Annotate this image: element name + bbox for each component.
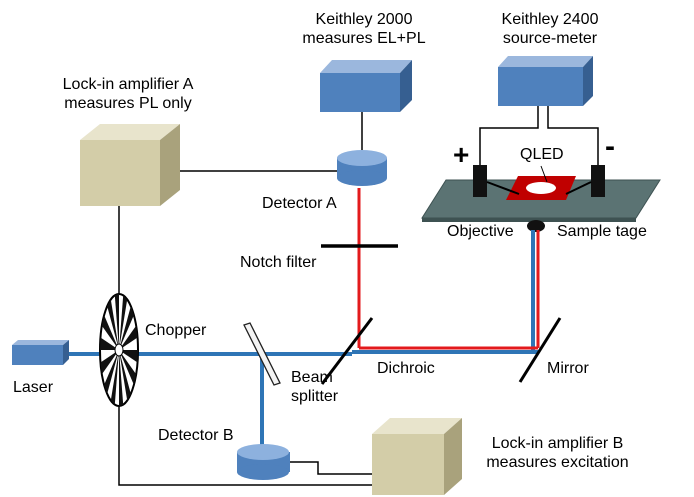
beam-splitter-line2: splitter	[291, 388, 339, 405]
dichroic-mirror	[320, 317, 374, 385]
detector-a	[337, 150, 387, 186]
negative-probe	[591, 165, 605, 197]
detector-b-label: Detector B	[158, 427, 234, 444]
detector-b	[237, 444, 290, 480]
chopper-blade	[101, 315, 119, 350]
mirror-label: Mirror	[547, 360, 589, 377]
chopper-blade	[119, 350, 138, 363]
cable-detector-b-to-lockin-b	[290, 461, 372, 475]
cable-keithley2400-positive	[479, 106, 539, 165]
chopper-blade	[119, 350, 131, 401]
lockin-amplifier-a-box	[80, 124, 180, 206]
chopper-label: Chopper	[145, 322, 207, 339]
chopper-blade	[119, 350, 137, 385]
objective-lens	[527, 220, 545, 232]
keithley-2000-label: Keithley 2000 measures EL+PL	[288, 10, 440, 48]
chopper-blade	[119, 325, 138, 350]
emission-beam	[357, 188, 540, 350]
keithley-2400-name: Keithley 2400	[501, 11, 599, 28]
keithley-2400-box	[498, 56, 593, 106]
notch-filter-label: Notch filter	[240, 254, 317, 271]
minus-sign: -	[605, 130, 615, 163]
lockin-b-label: Lock-in amplifier B measures excitation	[470, 434, 645, 472]
lockin-amplifier-b-box	[372, 418, 462, 495]
objective-label: Objective	[447, 223, 514, 240]
qled-pointer	[540, 165, 548, 183]
sample-stage-label: Sample tage	[557, 223, 647, 240]
chopper-blade	[119, 350, 124, 406]
beam-splitter-line1: Beam	[291, 369, 333, 386]
keithley-2400-desc: source-meter	[502, 30, 598, 47]
chopper-blade	[104, 350, 119, 394]
chopper-blade	[119, 295, 128, 350]
lockin-a-label: Lock-in amplifier A measures PL only	[52, 75, 204, 113]
keithley-2000-box	[320, 60, 412, 112]
qled-device	[506, 165, 576, 200]
mirror	[518, 317, 562, 383]
cable-keithley2400-negative	[547, 106, 599, 165]
cable-chopper-to-lockin-b	[118, 405, 372, 486]
lockin-a-desc: measures PL only	[64, 95, 192, 112]
chopper-blade	[100, 337, 119, 350]
lockin-b-desc: measures excitation	[486, 454, 629, 471]
chopper-blade	[110, 350, 119, 405]
plus-sign: +	[453, 139, 470, 170]
positive-probe	[473, 165, 487, 197]
laser-source	[12, 340, 69, 365]
chopper-blade	[119, 306, 134, 350]
detector-a-label: Detector A	[262, 195, 337, 212]
dichroic-label: Dichroic	[377, 360, 435, 377]
keithley-2400-label: Keithley 2400 source-meter	[474, 10, 626, 48]
laser-label: Laser	[13, 379, 54, 396]
beam-splitter-label: Beam splitter	[291, 368, 338, 406]
chopper-wheel	[99, 293, 139, 407]
keithley-2000-name: Keithley 2000	[315, 11, 413, 28]
qled-label: QLED	[520, 146, 564, 163]
chopper-blade	[100, 350, 119, 375]
chopper-hub	[114, 343, 124, 357]
keithley-2000-desc: measures EL+PL	[302, 30, 426, 47]
chopper-blade	[114, 294, 119, 350]
beam-splitter	[243, 322, 281, 386]
probe-electrodes	[473, 165, 605, 197]
chopper-blade	[107, 299, 119, 350]
signal-cables	[118, 106, 599, 486]
lockin-b-name: Lock-in amplifier B	[491, 435, 624, 452]
lockin-a-name: Lock-in amplifier A	[62, 76, 194, 93]
